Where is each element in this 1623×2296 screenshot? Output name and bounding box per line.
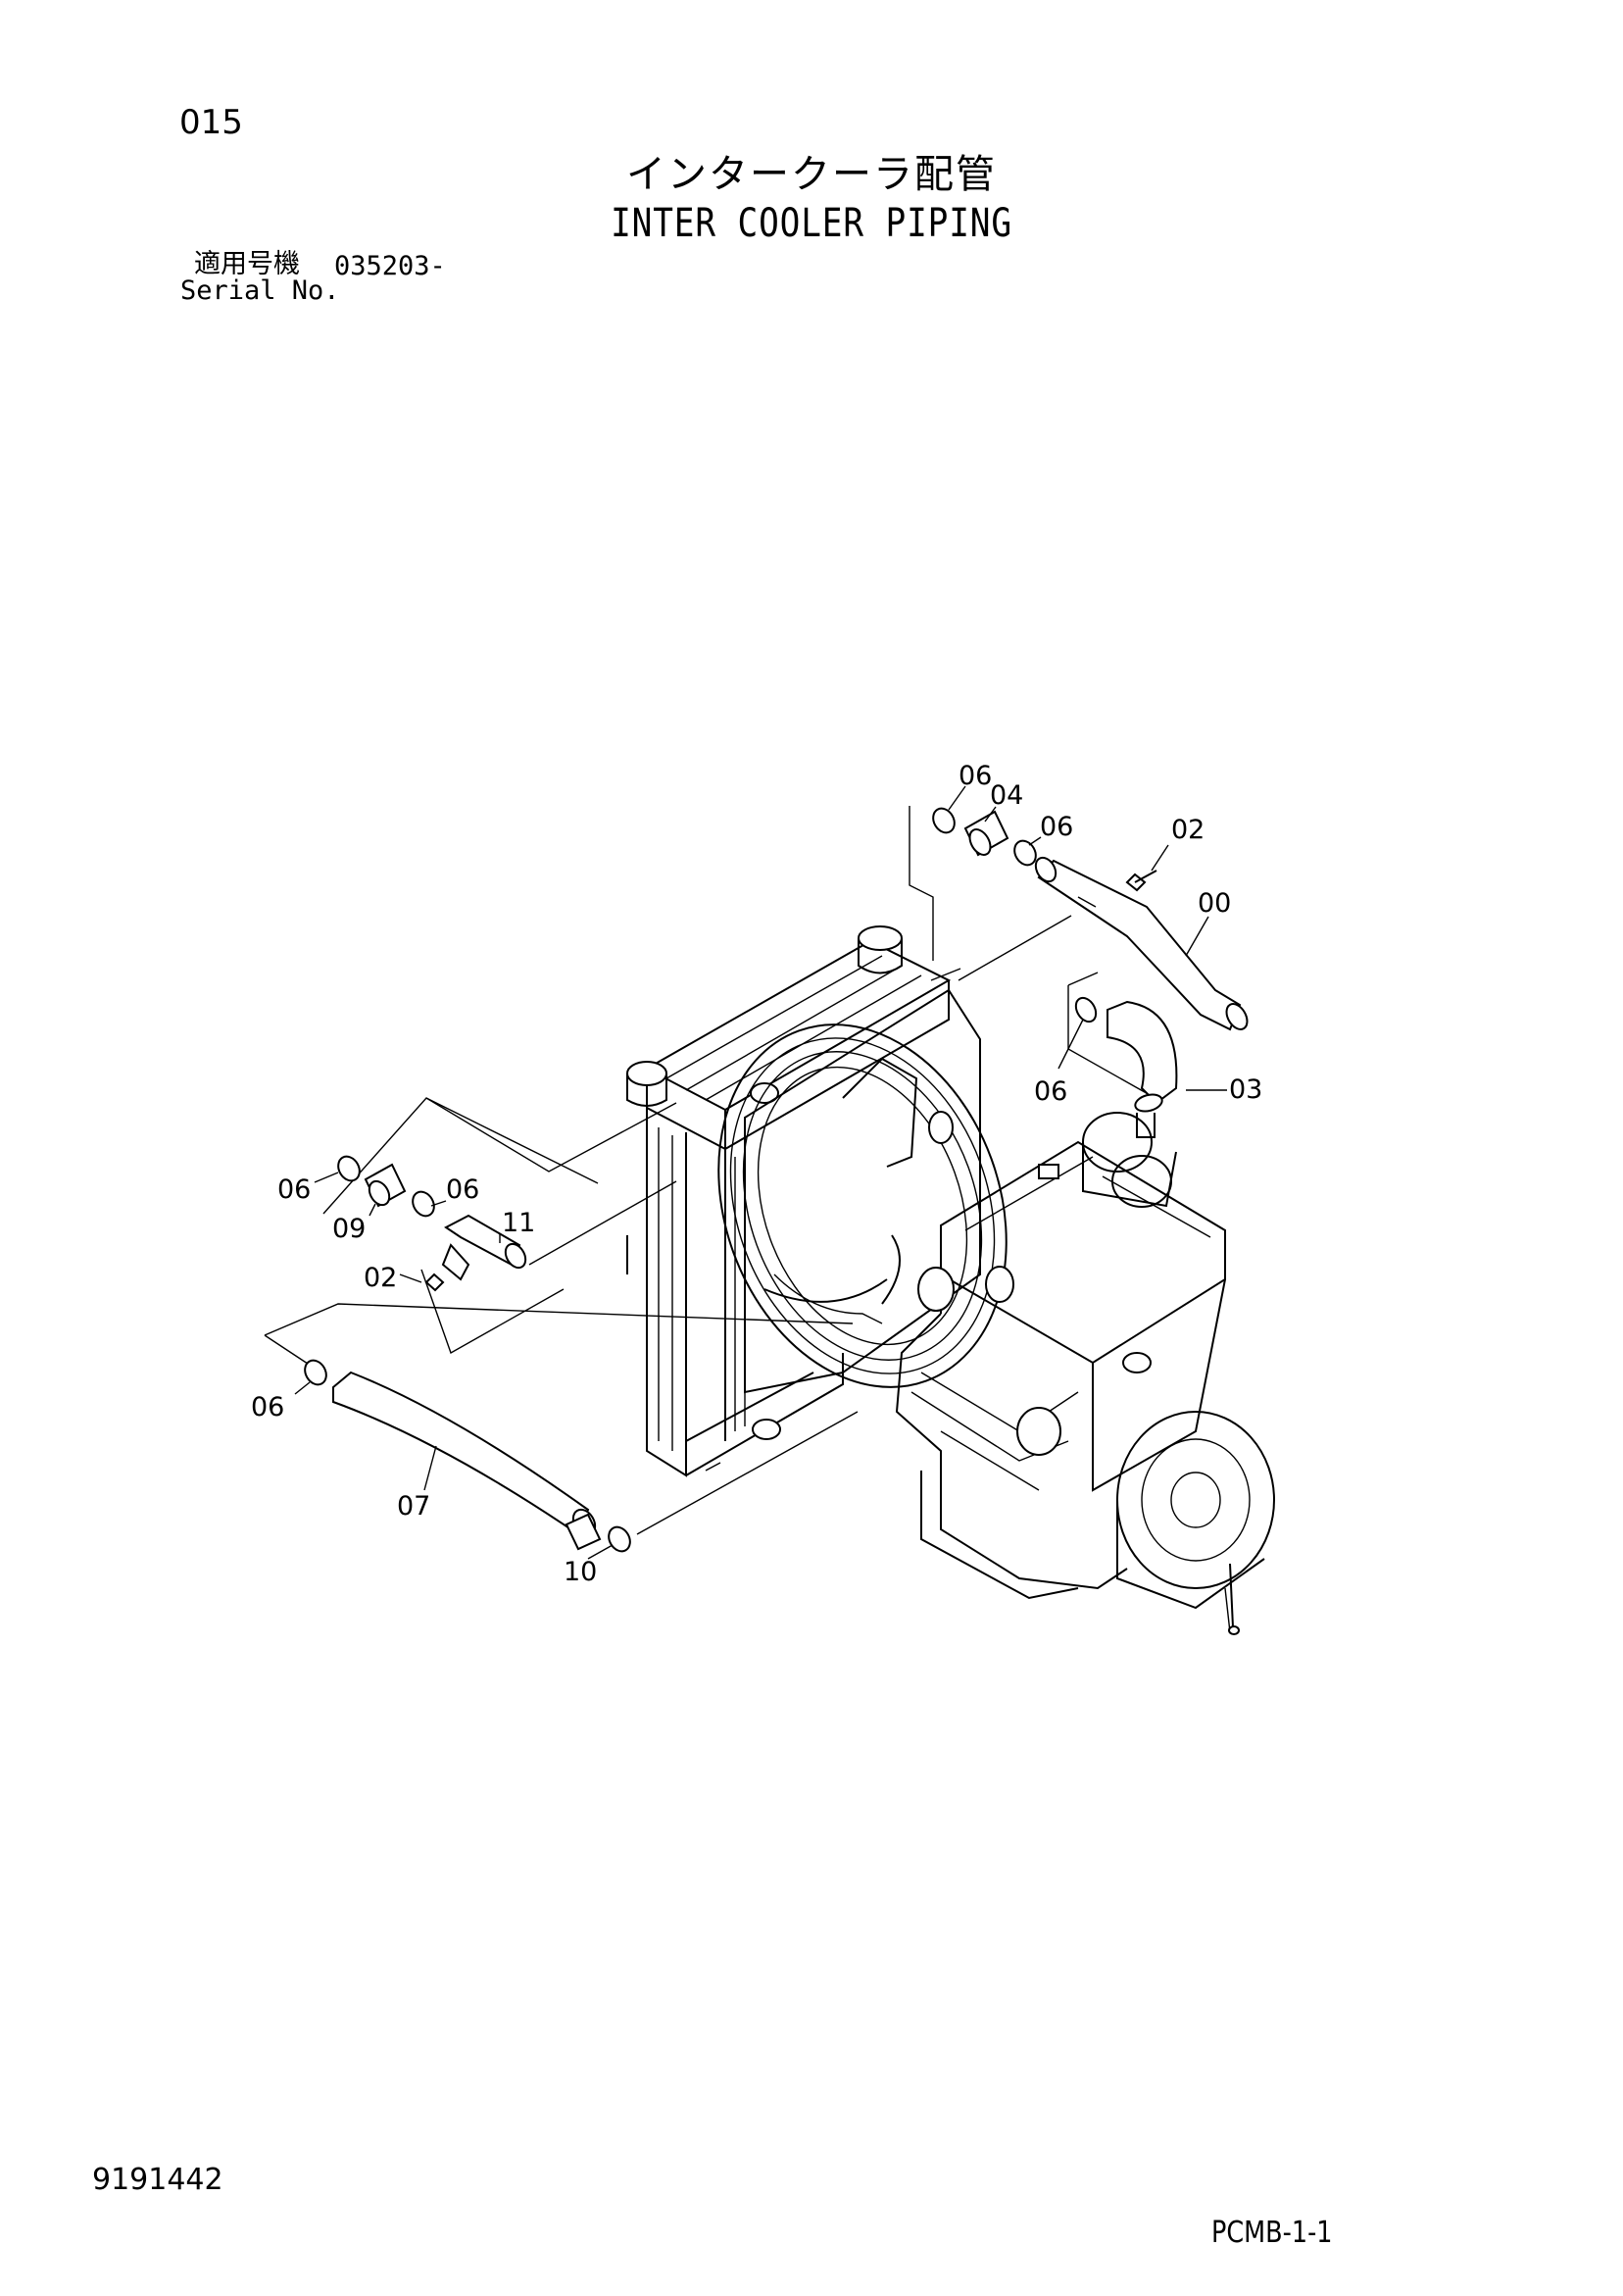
serial-label-japanese: 適用号機 [194, 249, 300, 279]
callout-06-left: 06 [277, 1174, 311, 1205]
serial-value: 035203- [334, 251, 446, 281]
fan-shroud [717, 988, 1008, 1394]
callout-04: 04 [990, 780, 1023, 811]
callout-02-middle: 02 [364, 1263, 397, 1293]
title-english: INTER COOLER PIPING [611, 201, 1012, 246]
callout-leaders [294, 785, 1227, 1560]
sheet-code: PCMB-1-1 [1211, 2216, 1333, 2250]
callout-06-middle: 06 [446, 1174, 479, 1205]
callout-06-upper: 06 [1040, 812, 1073, 842]
radiator-core [626, 925, 952, 1477]
callout-03: 03 [1229, 1074, 1262, 1105]
engine-assembly [763, 1112, 1275, 1635]
page-number: 015 [179, 103, 243, 142]
upper-pipe-group [909, 806, 1249, 1031]
serial-label-english: Serial No. [180, 275, 340, 306]
callout-02-upper: 02 [1171, 815, 1205, 845]
callout-10: 10 [564, 1557, 597, 1587]
title-japanese: インタークーラ配管 [626, 152, 997, 197]
callout-11: 11 [502, 1208, 535, 1238]
middle-pipe-group [322, 1097, 677, 1355]
document-number: 9191442 [92, 2163, 223, 2197]
callout-00: 00 [1198, 888, 1231, 919]
callout-07: 07 [397, 1491, 430, 1522]
elbow-hose-group [1067, 972, 1178, 1138]
lower-hose-group [264, 1303, 859, 1553]
callout-09: 09 [332, 1214, 366, 1244]
callout-06-lower: 06 [251, 1392, 284, 1423]
callout-06-top: 06 [959, 761, 992, 791]
callout-06-elbow: 06 [1034, 1076, 1067, 1107]
